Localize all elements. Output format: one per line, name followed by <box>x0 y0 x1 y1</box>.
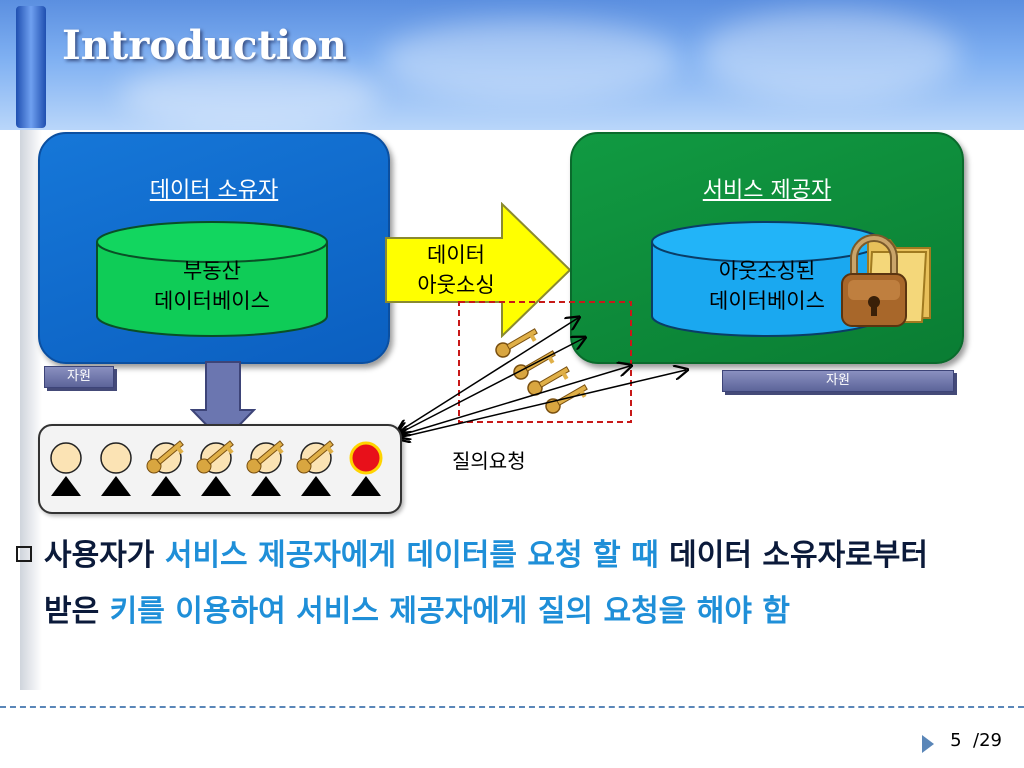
page-total: /29 <box>973 730 1002 751</box>
footer-divider <box>0 706 1024 708</box>
user-icon <box>194 437 237 496</box>
owner-db-line2: 데이터베이스 <box>95 286 329 316</box>
bullet-part4-highlight: 키를 이용하여 서비스 제공자에게 질의 요청을 해야 함 <box>110 594 790 629</box>
user-icon <box>51 443 81 496</box>
data-owner-title: 데이터 소유자 <box>40 172 388 204</box>
page-number: 5 /29 <box>950 730 1002 751</box>
owner-db-label: 부동산 데이터베이스 <box>95 256 329 316</box>
slide-title: Introduction <box>62 22 347 69</box>
user-icon <box>144 437 187 496</box>
provider-resource-tag: 자원 <box>722 370 954 392</box>
key-icon <box>543 381 589 416</box>
key-exchange-region <box>455 300 695 430</box>
bullet-text: 사용자가 서비스 제공자에게 데이터를 요청 할 때 데이터 소유자로부터 받은… <box>44 528 954 640</box>
owner-db-line1: 부동산 <box>95 256 329 286</box>
user-icon <box>294 437 337 496</box>
locked-folder-icon <box>838 222 938 334</box>
outsourcing-line1: 데이터 <box>386 240 526 270</box>
page-current: 5 <box>950 730 961 751</box>
bullet-part2-highlight: 서비스 제공자에게 데이터를 요청 할 때 <box>165 538 659 573</box>
owner-resource-tag: 자원 <box>44 366 114 388</box>
title-accent-bar <box>16 6 46 128</box>
user-icon <box>351 443 381 496</box>
user-icon <box>101 443 131 496</box>
bullet-part1: 사용자가 <box>44 538 165 573</box>
user-icon <box>244 437 287 496</box>
key-icon <box>493 325 539 360</box>
outsourcing-label: 데이터 아웃소싱 <box>386 240 526 300</box>
query-request-label: 질의요청 <box>452 445 526 474</box>
page-marker-icon <box>922 735 934 753</box>
service-provider-title: 서비스 제공자 <box>572 172 962 204</box>
bullet-marker-icon <box>16 546 32 562</box>
users-group <box>38 424 398 510</box>
outsourcing-line2: 아웃소싱 <box>386 270 526 300</box>
